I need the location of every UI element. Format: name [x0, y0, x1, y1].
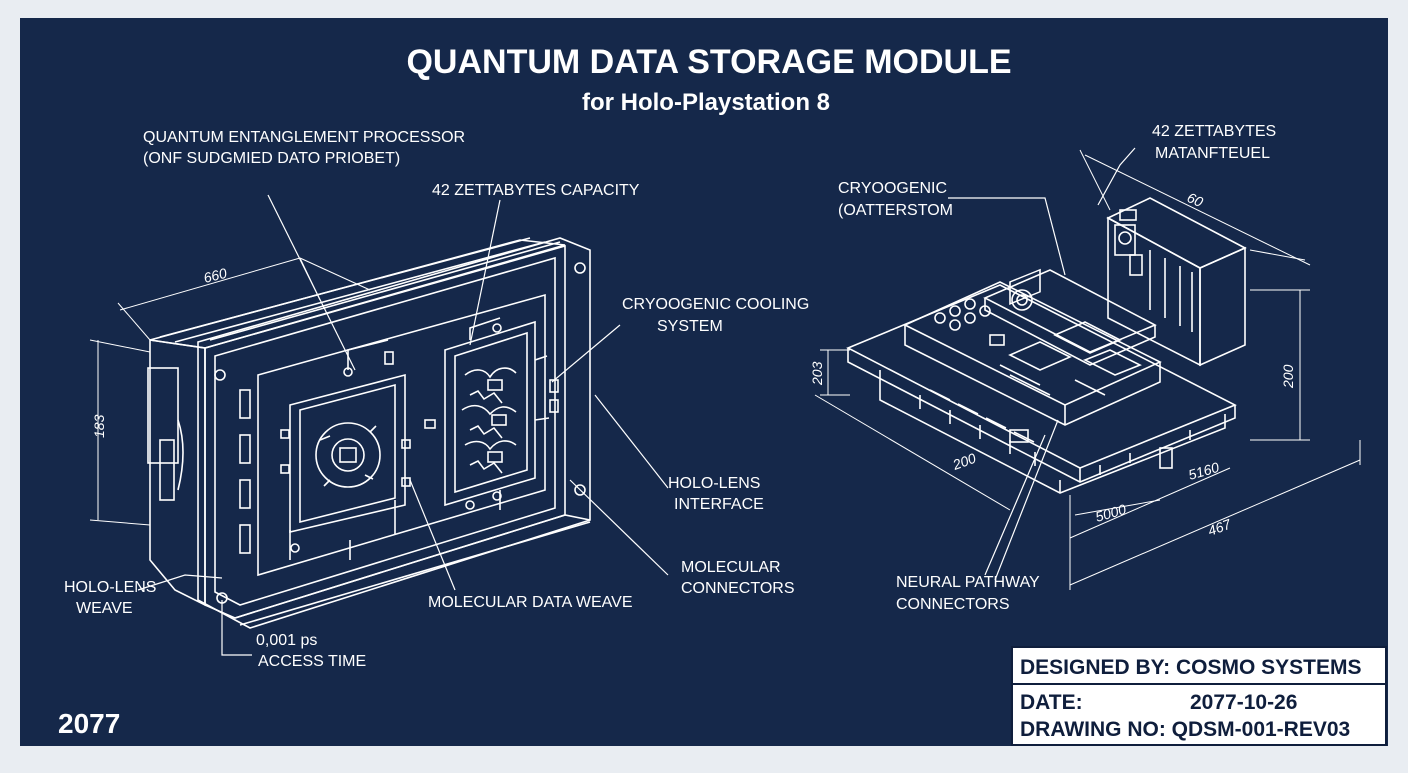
- drawing-title: QUANTUM DATA STORAGE MODULE: [406, 43, 1011, 81]
- label-capacity-iso: 42 ZETTABYTES: [1152, 123, 1276, 140]
- label-access-time: ACCESS TIME: [258, 653, 366, 670]
- label-holo-lens-weave: HOLO-LENS: [64, 579, 156, 596]
- isometric-leaders: [948, 147, 1136, 581]
- label-entanglement-processor-sub: (ONF SUDGMIED DATO PRIOBET): [143, 150, 400, 167]
- label-capacity-iso-sub: MATANFTEUEL: [1155, 145, 1270, 162]
- label-neural-pathway-sub: CONNECTORS: [896, 596, 1010, 613]
- label-access-time-value: 0,001 ps: [256, 632, 317, 649]
- dim-iso-left: 203: [809, 361, 825, 386]
- title-block-drawing-no: DRAWING NO: QDSM-001-REV03: [1020, 718, 1350, 741]
- label-cooling-system: CRYOOGENIC COOLING: [622, 296, 809, 313]
- label-neural-pathway: NEURAL PATHWAY: [896, 574, 1040, 591]
- label-molecular-connectors-sub: CONNECTORS: [681, 580, 795, 597]
- label-cryogenic-iso: CRYOOGENIC: [838, 180, 947, 197]
- drawing-subtitle: for Holo-Playstation 8: [582, 89, 830, 116]
- title-block-date-label: DATE:: [1020, 691, 1083, 714]
- isometric-dimensions: [814, 149, 1361, 590]
- label-cryogenic-iso-sub: (OATTERSTOM: [838, 202, 953, 219]
- drawing-year: 2077: [58, 708, 120, 739]
- dim-iso-top: 60: [1185, 189, 1206, 210]
- front-view-module: [147, 237, 591, 629]
- label-molecular-connectors: MOLECULAR: [681, 559, 781, 576]
- title-block-designed-by: DESIGNED BY: COSMO SYSTEMS: [1020, 656, 1362, 679]
- isometric-view-module: [846, 197, 1247, 494]
- dim-front-width: 660: [202, 265, 229, 286]
- label-cooling-system-sub: SYSTEM: [657, 318, 723, 335]
- title-block: DESIGNED BY: COSMO SYSTEMS DATE: 2077-10…: [1011, 646, 1387, 746]
- dim-front-height: 183: [91, 414, 107, 438]
- front-view-dimensions: [89, 257, 371, 526]
- dim-iso-bottom-d: 467: [1206, 515, 1235, 538]
- label-entanglement-processor: QUANTUM ENTANGLEMENT PROCESSOR: [143, 129, 465, 146]
- label-holo-lens-interface: HOLO-LENS: [668, 475, 760, 492]
- label-capacity-front: 42 ZETTABYTES CAPACITY: [432, 182, 640, 199]
- label-holo-lens-weave-sub: WEAVE: [76, 600, 133, 617]
- title-block-date-value: 2077-10-26: [1190, 691, 1297, 714]
- dim-iso-right: 200: [1280, 364, 1296, 389]
- label-molecular-data-weave: MOLECULAR DATA WEAVE: [428, 594, 632, 611]
- front-view-leaders: [137, 194, 669, 656]
- label-holo-lens-interface-sub: INTERFACE: [674, 496, 764, 513]
- dim-iso-bottom-a: 200: [950, 450, 979, 473]
